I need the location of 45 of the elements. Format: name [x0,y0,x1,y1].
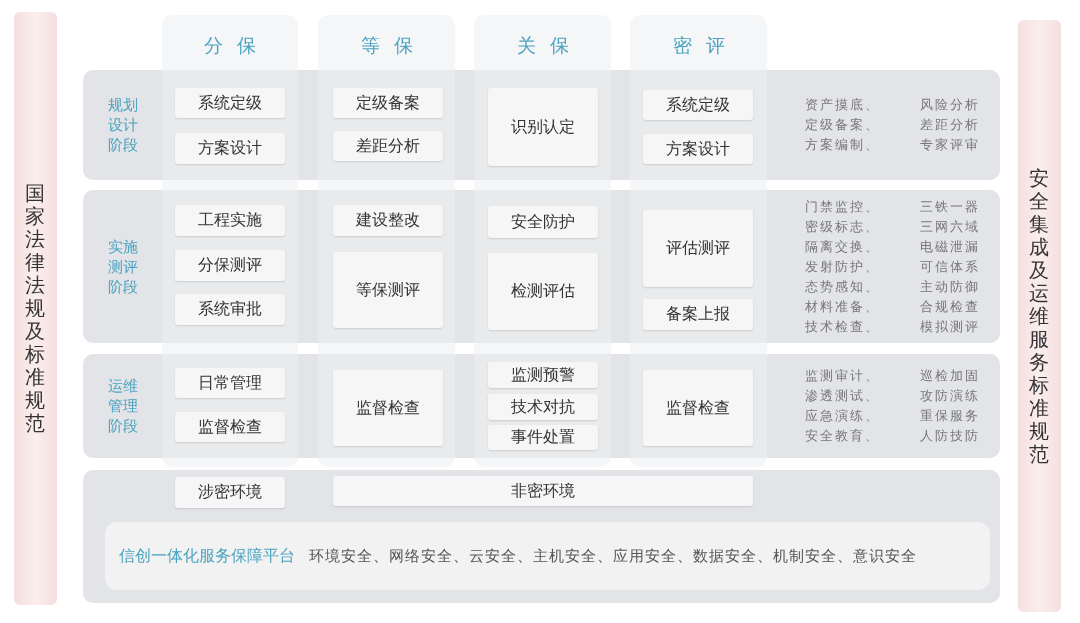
item-box: 涉密环境 [175,477,285,508]
item-box: 识别认定 [488,88,598,166]
item-box: 系统定级 [643,90,753,120]
item-box: 非密环境 [333,476,753,506]
item-box: 差距分析 [333,131,443,161]
security-list: 环境安全、网络安全、云安全、主机安全、应用安全、数据安全、机制安全、意识安全 [309,546,917,566]
measure-list: 风险分析差距分析专家评审 [920,95,982,155]
item-box: 技术对抗 [488,394,598,420]
platform-band [83,470,1000,603]
measure-list: 门禁监控、密级标志、隔离交换、发射防护、态势感知、材料准备、技术检查、 [805,196,883,337]
item-box: 日常管理 [175,368,285,398]
item-box: 评估测评 [643,210,753,287]
stage-title: 运维管理阶段 [107,376,139,436]
item-box: 系统定级 [175,88,285,118]
standard-bar [14,12,57,605]
measure-list: 三铁一器三网六域电磁泄漏可信体系主动防御合规检查模拟测评 [920,196,982,337]
item-box: 事件处置 [488,425,598,450]
column-heading: 关保 [515,33,584,58]
column-heading: 分保 [203,33,271,58]
item-box: 等保测评 [333,252,443,328]
item-box: 监测预警 [488,362,598,388]
item-box: 监督检查 [175,412,285,442]
item-box: 工程实施 [175,205,285,236]
column-heading: 密评 [671,33,740,58]
item-box: 方案设计 [175,133,285,164]
measure-list: 巡检加固攻防演练重保服务人防技防 [920,366,982,446]
item-box: 备案上报 [643,299,753,330]
measure-list: 资产摸底、定级备案、方案编制、 [805,95,883,155]
item-box: 定级备案 [333,88,443,118]
stage-title: 规划设计阶段 [107,95,139,155]
standard-bar [1018,20,1061,612]
item-box: 安全防护 [488,206,598,238]
item-box: 建设整改 [333,205,443,236]
vertical-title: 国家法律法规及标准规范 [25,182,46,435]
item-box: 检测评估 [488,253,598,330]
item-box: 监督检查 [643,370,753,446]
measure-list: 监测审计、渗透测试、应急演练、安全教育、 [805,366,883,446]
column-heading: 等保 [359,33,428,58]
vertical-title: 安全集成及运维服务标准规范 [1029,166,1050,466]
item-box: 方案设计 [643,134,753,164]
item-box: 监督检查 [333,370,443,446]
item-box: 系统审批 [175,294,285,325]
platform-title: 信创一体化服务保障平台 [119,545,295,567]
item-box: 分保测评 [175,250,285,281]
stage-title: 实施测评阶段 [107,236,139,297]
